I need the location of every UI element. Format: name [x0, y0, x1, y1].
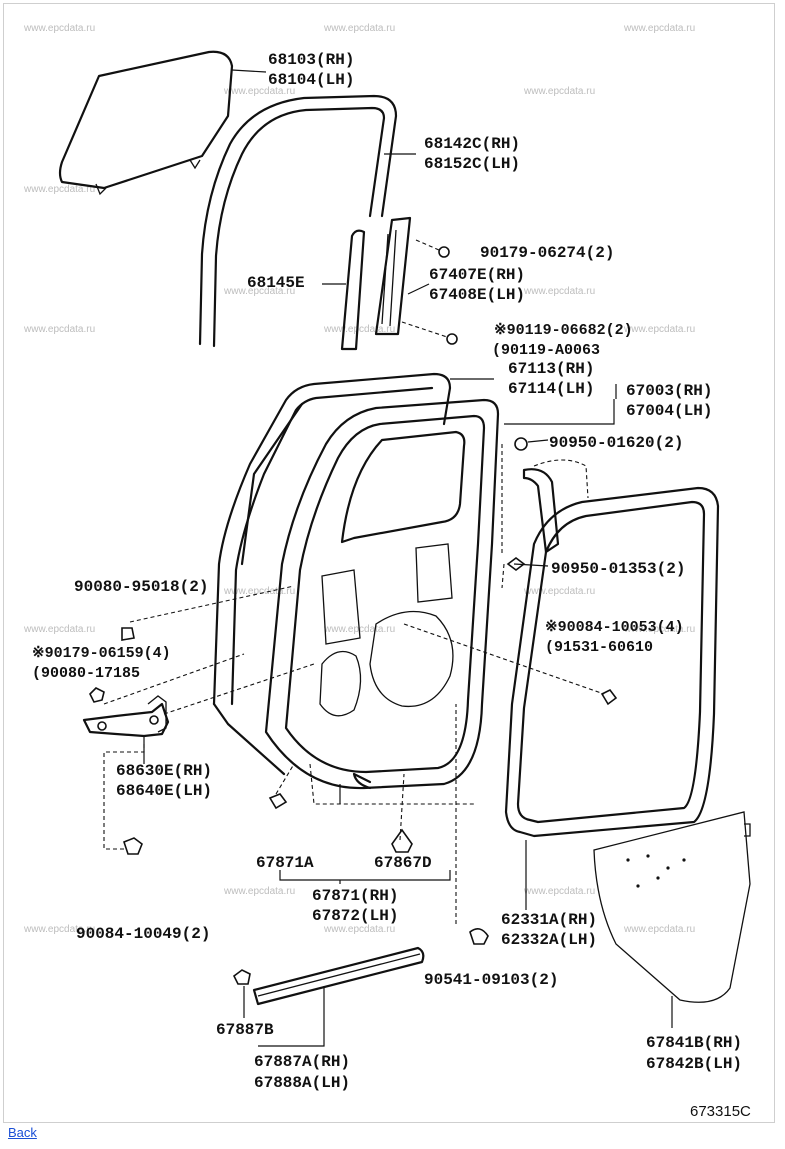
leader-lines [143, 69, 673, 1047]
parts-diagram: www.epcdata.ru www.epcdata.ru www.epcdat… [23, 23, 751, 1120]
hole-cover-shape [593, 811, 751, 1003]
label-90179-06274: 90179-06274(2) [480, 244, 614, 262]
label-67842b: 67842B(LH) [646, 1055, 742, 1073]
label-68145e: 68145E [247, 274, 305, 292]
label-67841b: 67841B(RH) [646, 1034, 742, 1052]
label-90950-01620: 90950-01620(2) [549, 434, 683, 452]
label-67114: 67114(LH) [508, 380, 594, 398]
label-62332a: 62332A(LH) [501, 931, 597, 949]
label-91531-60610: (91531-60610 [545, 639, 653, 656]
label-90119-a0063: (90119-A0063 [492, 342, 600, 359]
watermark: www.epcdata.ru [23, 23, 95, 34]
watermark: www.epcdata.ru [323, 924, 395, 935]
label-90950-01353: 90950-01353(2) [551, 560, 685, 578]
diagram-code: 673315C [690, 1103, 751, 1120]
label-67113: 67113(RH) [508, 360, 594, 378]
label-67871a: 67871A [256, 854, 314, 872]
label-68152c: 68152C(LH) [424, 155, 520, 173]
watermark: www.epcdata.ru [623, 624, 695, 635]
part-labels: 68103(RH) 68104(LH) 68142C(RH) 68152C(LH… [32, 51, 751, 1120]
dashed-connectors [103, 444, 605, 924]
watermarks: www.epcdata.ru www.epcdata.ru www.epcdat… [23, 23, 695, 935]
glass-run-shape [198, 94, 398, 346]
watermark: www.epcdata.ru [23, 624, 95, 635]
label-67888a: 67888A(LH) [254, 1074, 350, 1092]
moulding-shape [252, 946, 425, 1006]
diagram-frame: www.epcdata.ru www.epcdata.ru www.epcdat… [3, 3, 775, 1123]
label-67408e: 67408E(LH) [429, 286, 525, 304]
watermark: www.epcdata.ru [23, 184, 95, 195]
label-67887b: 67887B [216, 1021, 274, 1039]
label-90541-09103: 90541-09103(2) [424, 971, 558, 989]
label-90080-95018: 90080-95018(2) [74, 578, 208, 596]
weatherstrip-shape [504, 486, 720, 838]
label-67887a: 67887A(RH) [254, 1053, 350, 1071]
label-68104: 68104(LH) [268, 71, 354, 89]
label-90080-17185: (90080-17185 [32, 665, 140, 682]
watermark: www.epcdata.ru [223, 586, 295, 597]
watermark: www.epcdata.ru [23, 924, 95, 935]
watermark: www.epcdata.ru [523, 86, 595, 97]
outer-door-shape [212, 372, 452, 706]
watermark: www.epcdata.ru [523, 586, 595, 597]
watermark: www.epcdata.ru [523, 286, 595, 297]
watermark: www.epcdata.ru [23, 324, 95, 335]
part-drawings [58, 50, 751, 1006]
watermark: www.epcdata.ru [623, 23, 695, 34]
label-68103: 68103(RH) [268, 51, 354, 69]
watermark: www.epcdata.ru [623, 924, 695, 935]
watermark: www.epcdata.ru [523, 886, 595, 897]
label-67872: 67872(LH) [312, 907, 398, 925]
watermark: www.epcdata.ru [323, 23, 395, 34]
door-glass-shape [58, 50, 234, 190]
watermark: www.epcdata.ru [323, 324, 395, 335]
watermark: www.epcdata.ru [223, 286, 295, 297]
label-68142c: 68142C(RH) [424, 135, 520, 153]
label-68630e: 68630E(RH) [116, 762, 212, 780]
label-67003: 67003(RH) [626, 382, 712, 400]
label-67407e: 67407E(RH) [429, 266, 525, 284]
watermark: www.epcdata.ru [223, 886, 295, 897]
watermark: www.epcdata.ru [223, 86, 295, 97]
label-90179-06159: ※90179-06159(4) [32, 645, 171, 662]
inner-door-shape [264, 398, 500, 790]
label-67871: 67871(RH) [312, 887, 398, 905]
label-67004: 67004(LH) [626, 402, 712, 420]
watermark: www.epcdata.ru [623, 324, 695, 335]
back-link[interactable]: Back [8, 1125, 37, 1140]
label-67867d: 67867D [374, 854, 432, 872]
label-68640e: 68640E(LH) [116, 782, 212, 800]
label-62331a: 62331A(RH) [501, 911, 597, 929]
label-90119-06682: ※90119-06682(2) [494, 322, 633, 339]
label-90084-10049: 90084-10049(2) [76, 925, 210, 943]
label-90084-10053: ※90084-10053(4) [545, 619, 684, 636]
